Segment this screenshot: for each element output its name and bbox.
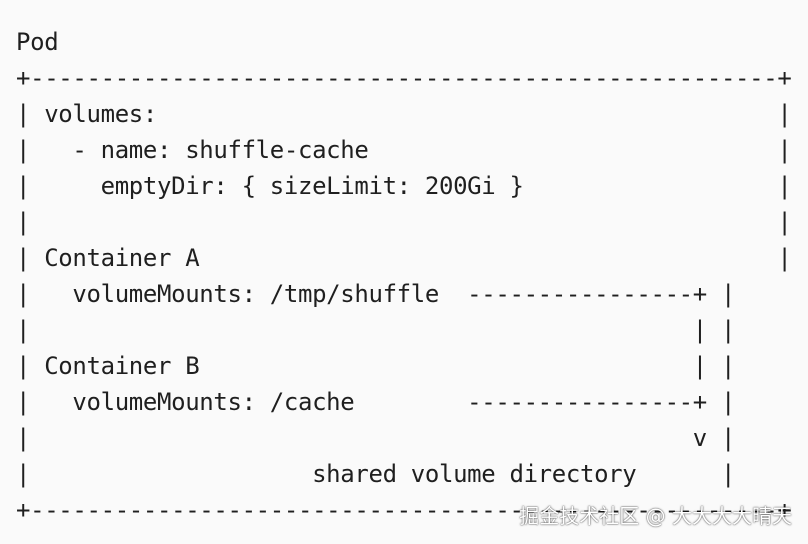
code-line-volumes: | volumes: | — [16, 100, 792, 128]
code-line-connector: | | | — [16, 316, 736, 344]
code-line-mount-a: | volumeMounts: /tmp/shuffle -----------… — [16, 280, 736, 308]
code-line-volume-name: | - name: shuffle-cache | — [16, 136, 792, 164]
watermark: 掘金技术社区 @ 大大大大晴天 — [519, 504, 792, 528]
code-line-container-a: | Container A | — [16, 244, 792, 272]
code-line-title: Pod — [16, 28, 59, 56]
code-line-container-b: | Container B | | — [16, 352, 736, 380]
code-line-blank: | | — [16, 208, 792, 236]
code-line-empty-dir: | emptyDir: { sizeLimit: 200Gi } | — [16, 172, 792, 200]
code-line-arrow: | v | — [16, 424, 736, 452]
code-line-mount-b: | volumeMounts: /cache ----------------+… — [16, 388, 736, 416]
code-line-shared-volume: | shared volume directory | — [16, 460, 736, 488]
code-block: Pod +------------------------------------… — [16, 24, 792, 528]
code-line-border-bottom: +---------------------------------------… — [16, 496, 792, 524]
code-line-border-top: +---------------------------------------… — [16, 64, 792, 92]
